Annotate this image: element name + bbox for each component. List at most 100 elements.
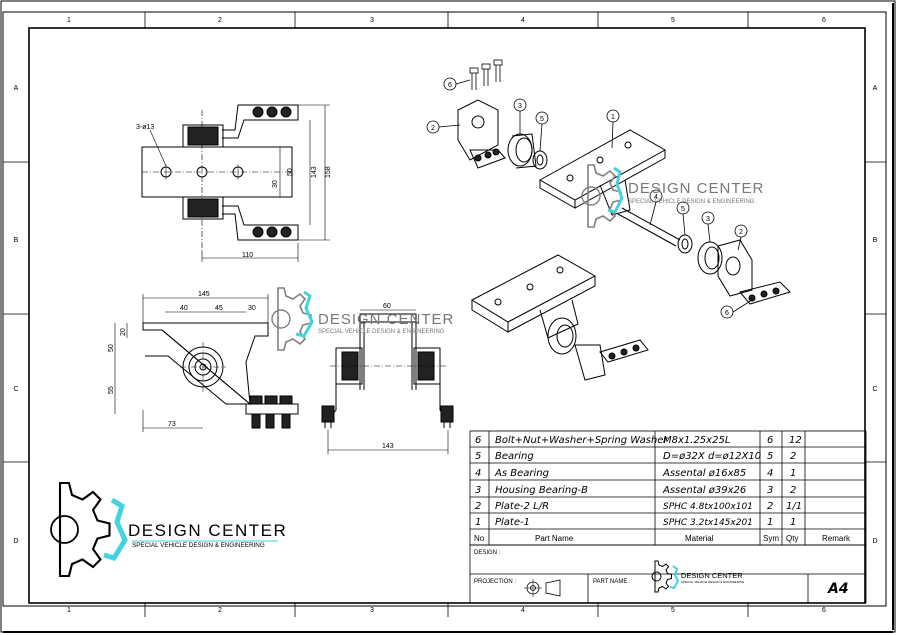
zone-col-5-bottom: 5 [671,607,675,614]
zone-col-5: 5 [671,17,675,24]
bom-row-1-sym: 1 [767,517,773,528]
zone-col-6: 6 [822,17,826,24]
dim-158: 158 [325,166,332,178]
bom-row-5-qty: 2 [790,451,796,462]
balloon-6-top: 6 [448,82,452,89]
zone-row-c: C [13,386,18,393]
zone-col-3: 3 [370,17,374,24]
top-view [141,104,330,262]
balloon-3-left: 3 [518,103,522,110]
bom-row-2-material: SPHC 4.8tx100x101 [663,502,753,512]
bom-header-material: Material [685,534,714,543]
zone-col-4: 4 [521,17,525,24]
watermark-title-2: DESIGN CENTER [318,311,454,328]
bom-row-6-sym: 6 [767,435,773,446]
dim-30-top: 30 [248,305,256,312]
zone-col-6-bottom: 6 [822,607,826,614]
balloon-4: 4 [654,194,658,201]
dim-73: 73 [168,421,176,428]
balloon-3-right: 3 [706,216,710,223]
side-view [321,309,454,454]
balloon-2-left: 2 [431,125,435,132]
bom-row-6-name: Bolt+Nut+Washer+Spring Washer [495,435,668,446]
bom-header-part-name: Part Name [535,534,574,543]
bom-row-3-name: Housing Bearing-B [495,485,588,496]
balloon-2-right: 2 [739,229,743,236]
zone-border [2,11,887,607]
part-name-label: PART NAME : [593,579,631,585]
bom-header-qty: Qty [786,534,798,543]
bom-row-5-sym: 5 [767,451,773,462]
dim-30: 30 [272,180,279,188]
zone-col-2: 2 [218,17,222,24]
zone-row-a-right: A [873,85,878,92]
bom-row-6-no: 6 [475,435,481,446]
projection-label: PROJECTION : [474,579,516,585]
bom-row-1-name: Plate-1 [495,517,530,528]
dim-55: 55 [108,386,115,394]
title-block-logo-title: DESIGN CENTER [681,571,743,580]
bom-row-4-material: Assental ø16x85 [662,468,746,479]
bom-row-4-qty: 1 [790,468,796,479]
bom-row-2-sym: 2 [767,501,773,512]
logo-subtitle: SPECIAL VEHICLE DESIGN & ENGINEERING [132,542,265,549]
dim-50-side: 50 [108,344,115,352]
front-view [114,294,299,432]
bom-row-6-qty: 12 [789,435,802,446]
dim-110: 110 [242,252,253,259]
zone-col-3-bottom: 3 [370,607,374,614]
dim-143: 143 [311,166,318,178]
zone-col-4-bottom: 4 [521,607,525,614]
logo-title: DESIGN CENTER [128,521,287,540]
dim-holes: 3-ø13 [136,124,154,131]
balloon-5-right: 5 [681,206,685,213]
bom-header-no: No [474,534,485,543]
zone-row-b: B [14,237,19,244]
watermark-subtitle-2: SPECIAL VEHICLE DESIGN & ENGINEERING [318,329,445,335]
bom-row-4-name: As Bearing [494,468,549,479]
bom-row-2-qty: 1/1 [786,501,802,512]
watermark-logo-left: DESIGN CENTER SPECIAL VEHICLE DESIGN & E… [271,287,454,351]
zone-row-a: A [14,85,19,92]
watermark-subtitle-1: SPECIAL VEHICLE DESIGN & ENGINEERING [628,199,755,205]
bom-header-remark: Remark [822,534,851,543]
dim-60: 60 [383,303,391,310]
watermark-title-1: DESIGN CENTER [628,180,764,197]
bom-row-5-no: 5 [475,451,481,462]
bom-row-3-sym: 3 [767,485,773,496]
bom-row-5-material: D=ø32X d=ø12X10 [663,451,761,462]
title-block-logo-subtitle: SPECIAL VEHICLE DESIGN & ENGINEERING [681,580,745,584]
bom-row-4-sym: 4 [767,468,773,479]
bom-row-3-qty: 2 [790,485,796,496]
sheet-size: A4 [827,581,849,597]
dim-20: 20 [120,328,127,336]
exploded-view [457,59,791,305]
bom-row-3-material: Assental ø39x26 [662,485,746,496]
design-label: DESIGN : [474,550,501,556]
watermark-logo-center: DESIGN CENTER SPECIAL VEHICLE DESIGN & E… [581,164,764,228]
balloons [426,77,753,319]
title-block-logo: DESIGN CENTER SPECIAL VEHICLE DESIGN & E… [651,560,745,593]
bom-row-1-material: SPHC 3.2tx145x201 [663,518,753,528]
dim-50: 50 [287,168,294,176]
bom-header-sym: Sym [763,534,779,543]
drawing-border [28,27,866,604]
balloon-5-left: 5 [540,116,544,123]
bom-row-1-qty: 1 [790,517,796,528]
zone-col-1: 1 [67,17,71,24]
bom-row-3-no: 3 [475,485,481,496]
dim-45: 45 [215,305,223,312]
assembled-view [470,254,649,381]
bom-row-1-no: 1 [475,517,481,528]
dim-145: 145 [198,291,210,298]
balloon-6-bottom: 6 [725,310,729,317]
balloon-1: 1 [611,114,615,121]
dim-143-side: 143 [382,443,394,450]
zone-col-2-bottom: 2 [218,607,222,614]
zone-row-b-right: B [873,237,878,244]
zone-row-d-right: D [872,538,877,545]
bom-row-5-name: Bearing [495,451,534,462]
bom-row-4-no: 4 [475,468,481,479]
design-center-logo: DESIGN CENTER SPECIAL VEHICLE DESIGN & E… [50,481,287,578]
